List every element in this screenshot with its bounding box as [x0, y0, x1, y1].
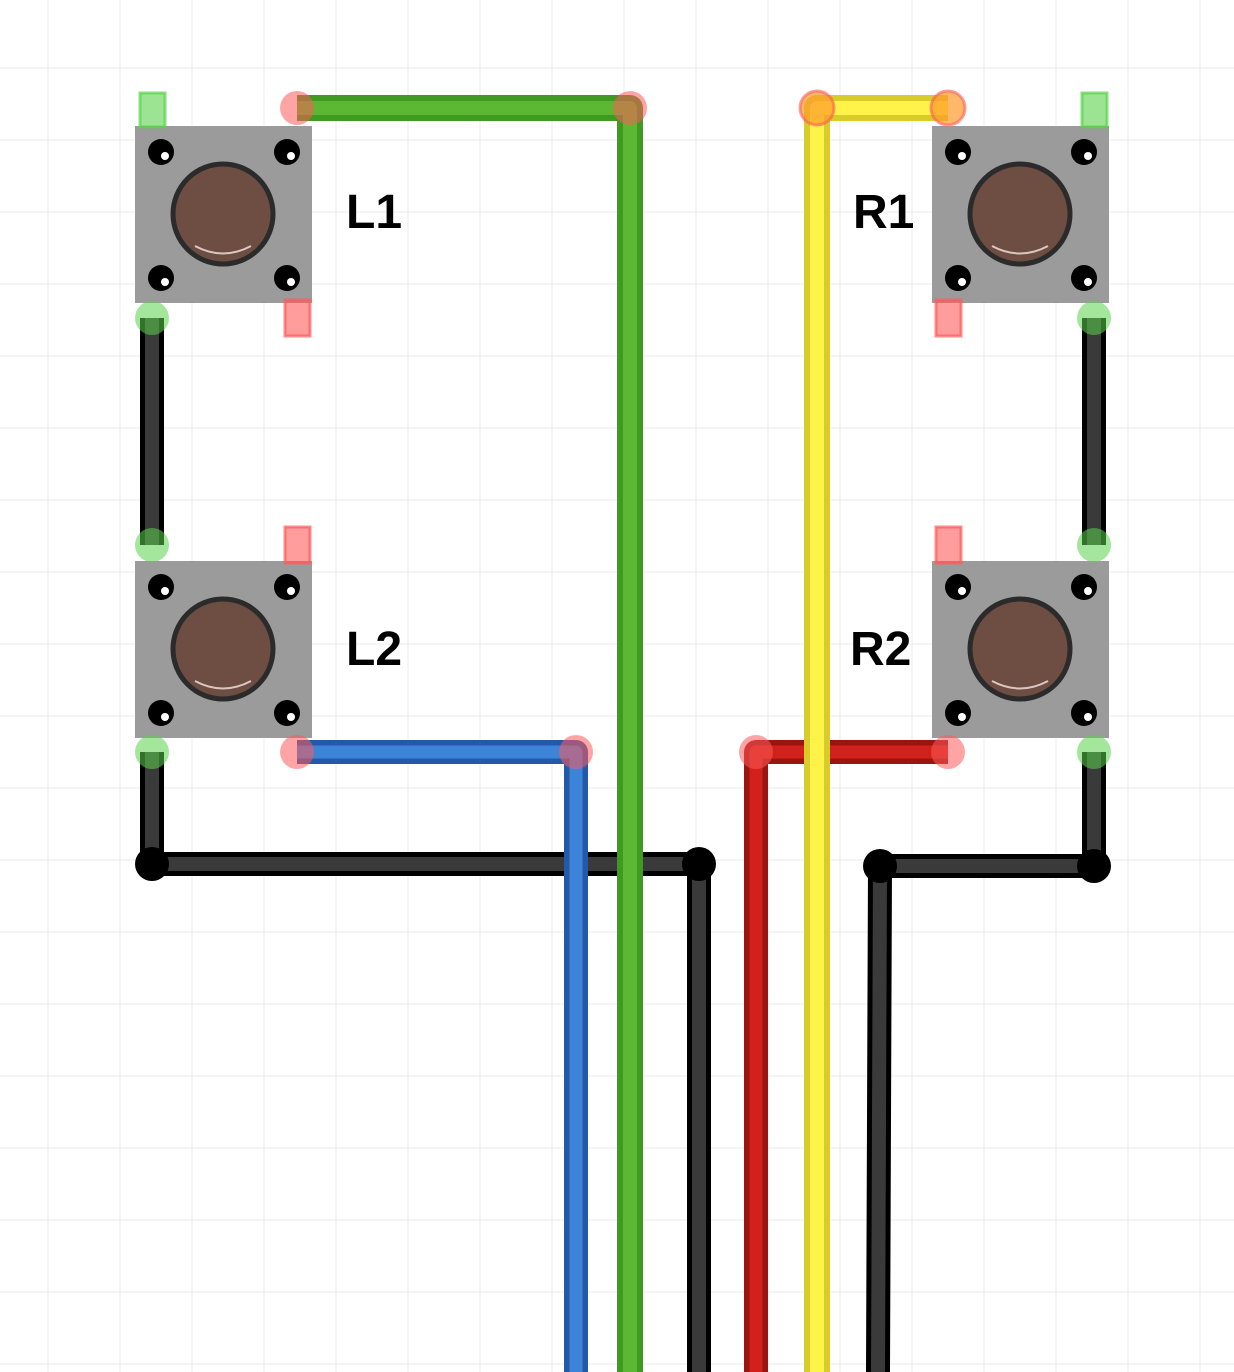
pin-blue-corner — [559, 735, 593, 769]
wire-blue-signal-l2 — [297, 740, 588, 1372]
mounting-hole — [945, 574, 971, 600]
labels-layer: L1 L2 R1 R2 — [346, 186, 914, 676]
pin-l2-bottom-left — [135, 735, 169, 769]
mounting-hole-glint — [161, 713, 169, 721]
mounting-hole-glint — [1084, 713, 1092, 721]
button-cap — [170, 596, 276, 702]
mounting-hole — [148, 574, 174, 600]
junction-dot — [1077, 849, 1111, 883]
pin-green-corner — [613, 91, 647, 125]
pin-l2-bottom-right — [280, 735, 314, 769]
mounting-hole — [148, 700, 174, 726]
wire-black-ground-right — [866, 318, 1106, 1372]
push-button-l1 — [135, 126, 312, 303]
mounting-hole-glint — [161, 152, 169, 160]
pin-r2-top-right — [1077, 528, 1111, 562]
button-label-r2: R2 — [850, 623, 911, 676]
mounting-hole — [945, 700, 971, 726]
button-cap-highlight — [991, 245, 1049, 255]
mounting-hole-glint — [287, 152, 295, 160]
button-label-l2: L2 — [346, 623, 402, 676]
pin-r2-bottom-right — [1077, 735, 1111, 769]
mounting-hole-glint — [958, 713, 966, 721]
pin-yellow-corner — [798, 89, 836, 127]
button-cap — [967, 161, 1073, 267]
pin-l2-top-left — [135, 528, 169, 562]
pin-r2-top-left — [934, 525, 963, 565]
mounting-hole — [1071, 700, 1097, 726]
mounting-hole-glint — [287, 587, 295, 595]
mounting-hole — [274, 139, 300, 165]
pin-r1-top-left — [929, 89, 967, 127]
mounting-hole — [148, 139, 174, 165]
mounting-hole-glint — [1084, 278, 1092, 286]
mounting-hole — [945, 139, 971, 165]
push-button-l2 — [135, 561, 312, 738]
wire-red-signal-r2 — [744, 740, 948, 1372]
pin-red-corner — [739, 735, 773, 769]
mounting-hole-glint — [958, 587, 966, 595]
mounting-hole-glint — [1084, 152, 1092, 160]
mounting-hole — [274, 265, 300, 291]
mounting-hole-glint — [287, 278, 295, 286]
button-label-l1: L1 — [346, 186, 402, 239]
pin-l2-top-right — [283, 525, 312, 565]
junction-dot — [135, 847, 169, 881]
mounting-hole — [1071, 265, 1097, 291]
pin-l1-bottom-right — [283, 298, 312, 338]
mounting-hole — [148, 265, 174, 291]
mounting-hole-glint — [287, 713, 295, 721]
mounting-hole — [1071, 139, 1097, 165]
mounting-hole — [945, 265, 971, 291]
pin-l1-bottom-left — [135, 301, 169, 335]
pin-r1-bottom-left — [934, 298, 963, 338]
mounting-hole — [274, 700, 300, 726]
mounting-hole-glint — [1084, 587, 1092, 595]
push-button-r2 — [932, 561, 1109, 738]
mounting-hole-glint — [958, 152, 966, 160]
button-label-r1: R1 — [853, 186, 914, 239]
mounting-hole — [274, 574, 300, 600]
pin-r2-bottom-left — [931, 735, 965, 769]
pin-l1-top-left — [138, 91, 167, 129]
junction-dot — [863, 849, 897, 883]
wire-black-ground-left — [140, 318, 711, 1372]
mounting-hole-glint — [958, 278, 966, 286]
button-cap-highlight — [194, 680, 252, 690]
button-cap-highlight — [991, 680, 1049, 690]
push-button-r1 — [932, 126, 1109, 303]
buttons-layer — [135, 126, 1109, 738]
pin-r1-bottom-right — [1077, 301, 1111, 335]
button-cap-highlight — [194, 245, 252, 255]
button-cap — [170, 161, 276, 267]
mounting-hole-glint — [161, 587, 169, 595]
junction-dot — [682, 847, 716, 881]
pin-l1-top-right — [280, 91, 314, 125]
pins-layer — [135, 89, 1111, 769]
pin-r1-top-right — [1080, 91, 1109, 129]
mounting-hole — [1071, 574, 1097, 600]
button-cap — [967, 596, 1073, 702]
mounting-hole-glint — [161, 278, 169, 286]
